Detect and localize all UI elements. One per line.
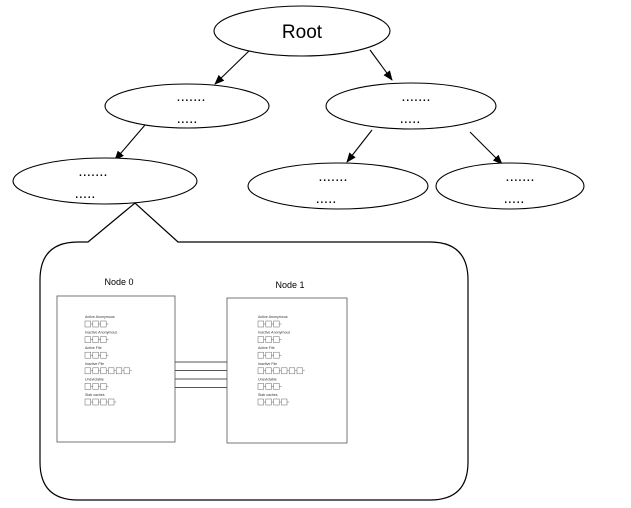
- page-box: [296, 367, 303, 375]
- lru-list-label: Active Anonymous: [258, 315, 288, 319]
- page-box: [92, 320, 99, 328]
- page-box: [265, 336, 272, 343]
- lru-list: Active File: [84, 346, 109, 359]
- lru-list-label: Inactive Anonymous: [258, 331, 290, 335]
- page-box: [100, 383, 107, 390]
- page-box: [123, 367, 130, 375]
- page-box: [84, 336, 91, 343]
- edges: [114, 49, 503, 165]
- level2-left-node: ....... .....: [12, 157, 198, 205]
- page-box: [265, 383, 272, 390]
- level1-left-node: ....... .....: [104, 83, 270, 129]
- lru-list-label: Inactive File: [258, 362, 277, 366]
- node-line1: .......: [505, 168, 534, 185]
- page-box: [108, 367, 115, 375]
- page-box: [100, 320, 107, 328]
- page-box: [281, 367, 288, 375]
- lru-list-label: Active File: [258, 346, 275, 350]
- lru-list: Inactive File: [257, 362, 305, 375]
- lru-list-label: Slab caches: [85, 393, 105, 397]
- page-box: [92, 383, 99, 390]
- page-box: [273, 336, 280, 343]
- node1-title: Node 1: [275, 280, 304, 290]
- root-label: Root: [282, 22, 323, 43]
- lru-list: Unevictable: [84, 377, 109, 390]
- page-box: [115, 367, 123, 375]
- lru-list: Inactive Anonymous: [257, 331, 290, 343]
- page-box: [257, 398, 264, 406]
- root-node: Root: [213, 5, 391, 57]
- page-box: [273, 398, 280, 406]
- lru-list: Inactive Anonymous: [84, 331, 117, 343]
- page-box: [92, 336, 99, 343]
- node-line2: .....: [75, 185, 96, 202]
- edge-left-leftchild: [114, 124, 146, 161]
- lru-list-label: Active Anonymous: [85, 315, 115, 319]
- edge-root-right: [369, 49, 393, 81]
- node-line2: .....: [316, 190, 337, 207]
- page-box: [84, 367, 91, 375]
- node-line1: .......: [78, 163, 107, 180]
- page-box: [265, 398, 272, 406]
- lru-list-label: Slab caches: [258, 393, 278, 397]
- page-box: [92, 351, 99, 359]
- node-line1: .......: [176, 88, 205, 105]
- edge-right-midchild: [346, 129, 373, 163]
- page-box: [281, 398, 288, 406]
- page-box: [100, 367, 107, 375]
- page-box: [100, 398, 107, 406]
- lru-list-label: Inactive File: [85, 362, 104, 366]
- lru-list: Active Anonymous: [257, 315, 288, 328]
- lru-list: Active File: [257, 346, 282, 359]
- page-box: [257, 320, 264, 328]
- level2-right-node: ....... .....: [435, 162, 585, 210]
- page-box: [108, 398, 115, 406]
- page-box: [84, 351, 91, 359]
- page-box: [273, 320, 280, 328]
- lru-list: Inactive File: [84, 362, 132, 375]
- page-box: [273, 351, 280, 359]
- page-box: [100, 336, 107, 343]
- page-box: [265, 367, 272, 375]
- page-box: [84, 398, 91, 406]
- page-box: [257, 336, 264, 343]
- page-box: [257, 383, 264, 390]
- edge-right-rightchild: [469, 131, 503, 165]
- page-box: [257, 351, 264, 359]
- lru-list: Active Anonymous: [84, 315, 115, 328]
- node-line2: .....: [504, 190, 525, 207]
- lru-list: Slab caches: [84, 393, 117, 406]
- node-line2: .....: [177, 110, 198, 127]
- node-line1: .......: [401, 88, 430, 105]
- edge-root-left: [214, 49, 251, 85]
- page-box: [273, 383, 280, 390]
- page-box: [265, 320, 272, 328]
- page-box: [92, 367, 99, 375]
- level1-right-node: ....... .....: [325, 82, 497, 130]
- page-box: [273, 367, 280, 375]
- lru-list-label: Active File: [85, 346, 102, 350]
- node0-title: Node 0: [104, 277, 133, 287]
- page-box: [288, 367, 296, 375]
- page-box: [257, 367, 264, 375]
- lru-list-label: Unevictable: [258, 377, 277, 381]
- page-box: [92, 398, 99, 406]
- lru-list-label: Inactive Anonymous: [85, 331, 117, 335]
- lru-list: Slab caches: [257, 393, 290, 406]
- lru-list: Unevictable: [257, 377, 282, 390]
- node-line1: .......: [318, 168, 347, 185]
- page-box: [84, 320, 91, 328]
- page-box: [265, 351, 272, 359]
- lru-list-label: Unevictable: [85, 377, 104, 381]
- page-box: [100, 351, 107, 359]
- node-line2: .....: [400, 110, 421, 127]
- level2-mid-node: ....... .....: [247, 162, 429, 210]
- node-interconnect: [175, 361, 227, 388]
- page-box: [84, 383, 91, 390]
